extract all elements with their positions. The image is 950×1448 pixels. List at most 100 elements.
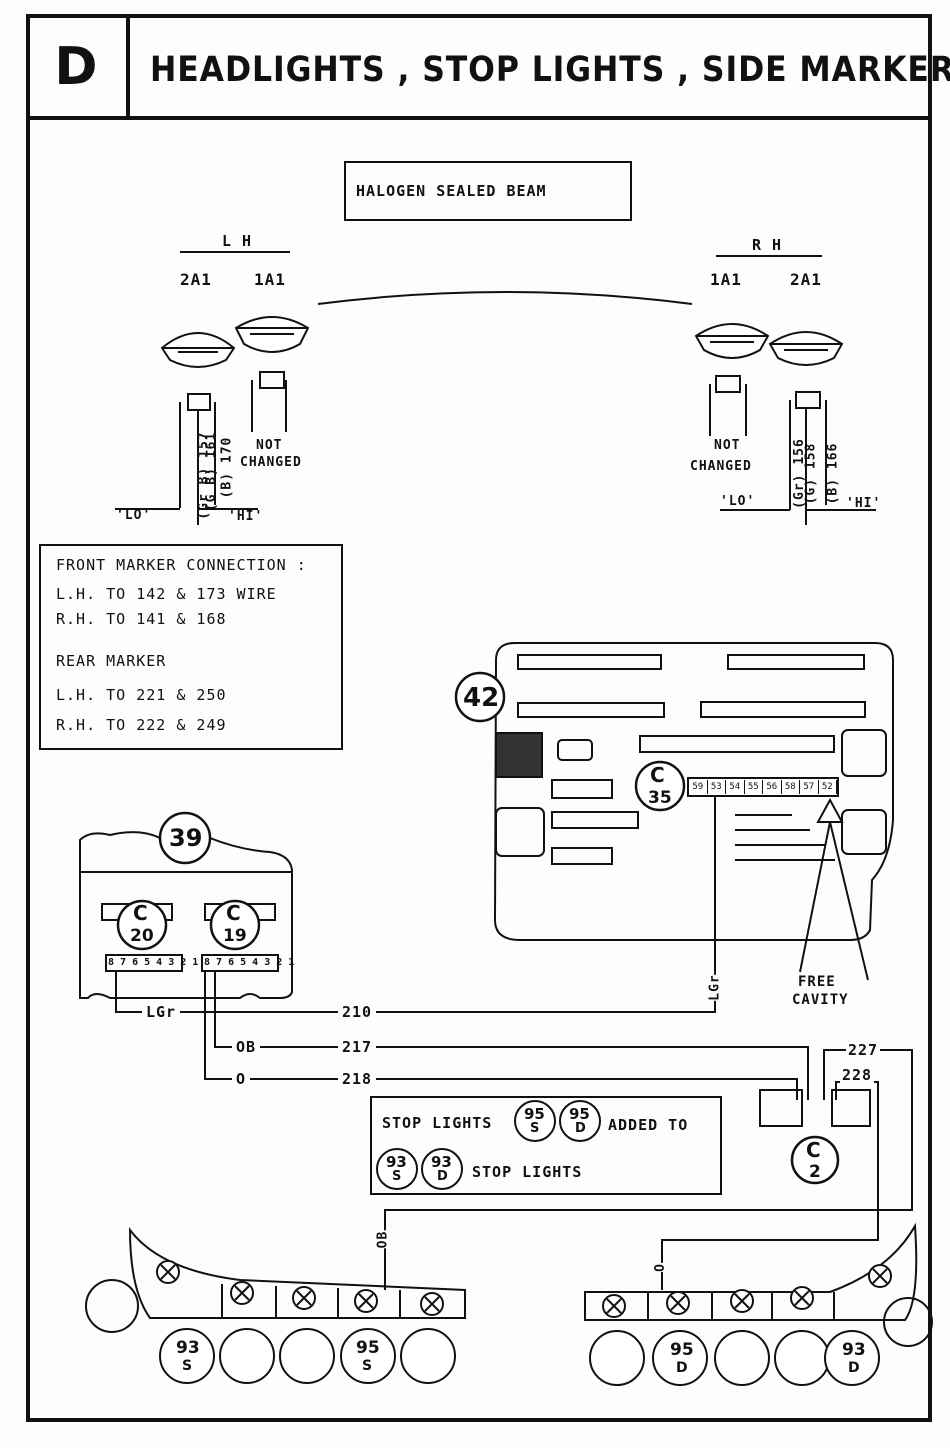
- note-95s-sub: S: [530, 1121, 540, 1136]
- wire-227-ob: [384, 1049, 913, 1290]
- sealed-beam-label: HALOGEN SEALED BEAM: [356, 182, 547, 200]
- wire-217-label: 217: [338, 1038, 377, 1056]
- rear-95d-num: 95: [670, 1340, 694, 1360]
- c35-pin: 53: [708, 780, 726, 794]
- stop-note-line2-end: STOP LIGHTS: [472, 1163, 583, 1181]
- lamp-socket: [340, 1328, 396, 1384]
- stop-note-line1-end: ADDED TO: [608, 1116, 689, 1134]
- badge-c35-letter: C: [650, 763, 666, 787]
- bulb-cross: [670, 1295, 686, 1311]
- marker-note-box: [39, 544, 343, 750]
- wire-217: [214, 971, 809, 1100]
- c19-connector: [201, 954, 279, 972]
- rear-cluster-left: [128, 1227, 466, 1319]
- c35-pin: 52: [819, 780, 837, 794]
- badge-c19-circle: [209, 899, 261, 951]
- rear-marker-lh: L.H. TO 221 & 250: [56, 686, 227, 704]
- rear-95s-sub: S: [362, 1358, 373, 1374]
- note-95d-sub: D: [575, 1121, 586, 1136]
- lh-headlamp-outer: [160, 332, 236, 368]
- lh-lamp-outer-label: 2A1: [180, 270, 212, 289]
- lh-lamp-inner-label: 1A1: [254, 270, 286, 289]
- rh-headlamp-outer: [768, 331, 844, 366]
- note-95d-num: 95: [569, 1105, 590, 1123]
- lamp-socket: [824, 1330, 880, 1386]
- badge-42: 42: [463, 683, 500, 713]
- note-93d-num: 93: [431, 1153, 452, 1171]
- badge-c20-letter: C: [133, 901, 149, 925]
- lh-plug-inner: [259, 371, 285, 389]
- lamp-socket: [159, 1328, 215, 1384]
- badge-39: 39: [169, 824, 203, 852]
- rear-marker-rh: R.H. TO 222 & 249: [56, 716, 227, 734]
- bulb-cross: [424, 1296, 440, 1312]
- rh-hi-label: 'HI': [846, 496, 882, 511]
- sealed-beam-box: [344, 161, 632, 221]
- wire-228-o: [661, 1081, 879, 1290]
- badge-c19-letter: C: [226, 901, 242, 925]
- cavity-label: CAVITY: [792, 992, 849, 1008]
- c2-connector-left: [759, 1089, 803, 1127]
- bulb-cross: [872, 1268, 888, 1284]
- lamp-socket: [714, 1330, 770, 1386]
- wire-ob-c19: OB: [232, 1038, 261, 1056]
- rear-93d-sub: D: [848, 1360, 860, 1376]
- lamp-socket: [400, 1328, 456, 1384]
- badge-c2-letter: C: [806, 1138, 822, 1162]
- rear-reflector-left: [85, 1279, 139, 1333]
- c35-pin: 58: [782, 780, 800, 794]
- rh-label: R H: [752, 236, 783, 254]
- badge-42-circle: [454, 671, 506, 723]
- c35-pin: 55: [745, 780, 763, 794]
- header-bar: [26, 14, 932, 120]
- wire-227-label: 227: [846, 1041, 881, 1059]
- bulb-cross: [160, 1264, 176, 1280]
- lh-label: L H: [222, 232, 253, 250]
- panel-39-outline: [79, 831, 293, 999]
- rear-cluster-right: [584, 1222, 918, 1321]
- lh-not-label: NOT: [256, 438, 283, 453]
- rear-93s-num: 93: [176, 1338, 200, 1358]
- note-93d-circle: [421, 1148, 463, 1190]
- wire-lgr-c20: LGr: [142, 1003, 181, 1021]
- rear-95s-num: 95: [356, 1338, 380, 1358]
- lamp-socket: [219, 1328, 275, 1384]
- lamp-socket: [279, 1328, 335, 1384]
- wire-lgr-c35: LGr: [707, 974, 723, 1001]
- c35-pin: 54: [726, 780, 745, 794]
- note-95s-num: 95: [524, 1105, 545, 1123]
- lh-changed-label: CHANGED: [240, 455, 302, 470]
- page-title: HEADLIGHTS , STOP LIGHTS , SIDE MARKER: [150, 50, 950, 90]
- rear-95d-sub: D: [676, 1360, 688, 1376]
- rear-marker-title: REAR MARKER: [56, 652, 167, 670]
- note-95d-circle: [559, 1100, 601, 1142]
- note-93s-sub: S: [392, 1169, 402, 1184]
- c35-pin: 57: [800, 780, 819, 794]
- c2-connector-right: [831, 1089, 871, 1127]
- lh-lo-label: 'LO': [116, 508, 152, 523]
- rh-lo-label: 'LO': [720, 494, 756, 509]
- badge-c19-num: 19: [223, 926, 247, 946]
- badge-39-circle: [158, 811, 212, 865]
- lamp-socket: [589, 1330, 645, 1386]
- lamp-socket: [652, 1330, 708, 1386]
- front-marker-title: FRONT MARKER CONNECTION :: [56, 556, 307, 574]
- c19-pins: 8 7 6 5 4 3 2 1: [204, 957, 295, 968]
- bulb-cross: [606, 1298, 622, 1314]
- section-letter: D: [26, 14, 130, 120]
- front-marker-lh: L.H. TO 142 & 173 WIRE: [56, 585, 277, 603]
- front-marker-rh: R.H. TO 141 & 168: [56, 610, 227, 628]
- page-frame: [26, 14, 932, 1422]
- stop-note-box: [370, 1096, 722, 1195]
- wire-o-rear: O: [652, 1263, 668, 1272]
- badge-c2-circle: [790, 1135, 840, 1185]
- wire-ob-rear: OB: [375, 1230, 391, 1249]
- rh-changed-label: CHANGED: [690, 459, 752, 474]
- rh-plug-outer: [795, 391, 821, 409]
- bulb-cross: [358, 1293, 374, 1309]
- rh-headlamp-inner: [694, 323, 770, 359]
- lh-hi-label: 'HI': [228, 509, 264, 524]
- note-93s-circle: [376, 1148, 418, 1190]
